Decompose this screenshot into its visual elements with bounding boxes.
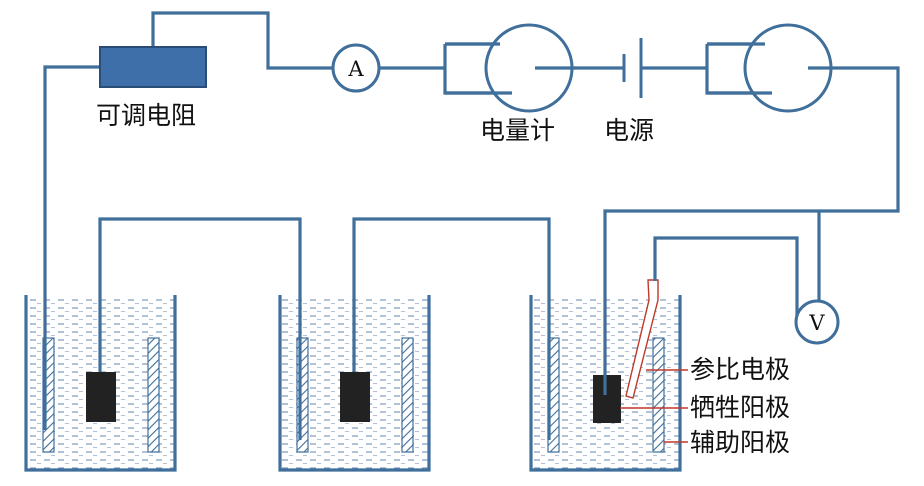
ammeter: A [331, 43, 381, 93]
variable-resistor-label: 可调电阻 [96, 101, 197, 130]
auxiliary-anode-plate [652, 337, 665, 453]
beaker-wall [278, 295, 431, 472]
voltmeter: V [794, 299, 840, 345]
auxiliary-anode-label: 辅助阳极 [690, 428, 791, 457]
sacrificial-anode-label: 牺牲阳极 [690, 393, 791, 422]
auxiliary-anode-plate [296, 337, 309, 453]
power-source [622, 38, 643, 98]
auxiliary-anode-plate [42, 337, 55, 453]
power-source-label: 电源 [604, 116, 655, 145]
sacrificial-anode-block [86, 372, 116, 422]
beaker-wall [529, 295, 682, 472]
leader-lines [620, 369, 688, 443]
auxiliary-anode-plate [401, 337, 414, 453]
reference-electrode-label: 参比电极 [690, 355, 791, 384]
meter-device-2 [707, 23, 833, 113]
sacrificial-anode-block [593, 375, 621, 423]
sacrificial-anode-block [340, 372, 370, 422]
variable-resistor [99, 46, 207, 88]
coulometer-label: 电量计 [480, 116, 556, 145]
beaker-wall [24, 295, 177, 472]
coulometer [445, 23, 575, 113]
voltmeter-symbol: V [808, 311, 825, 335]
auxiliary-anode-plate [147, 337, 160, 453]
reference-electrode [625, 279, 659, 399]
ammeter-symbol: A [347, 57, 364, 81]
